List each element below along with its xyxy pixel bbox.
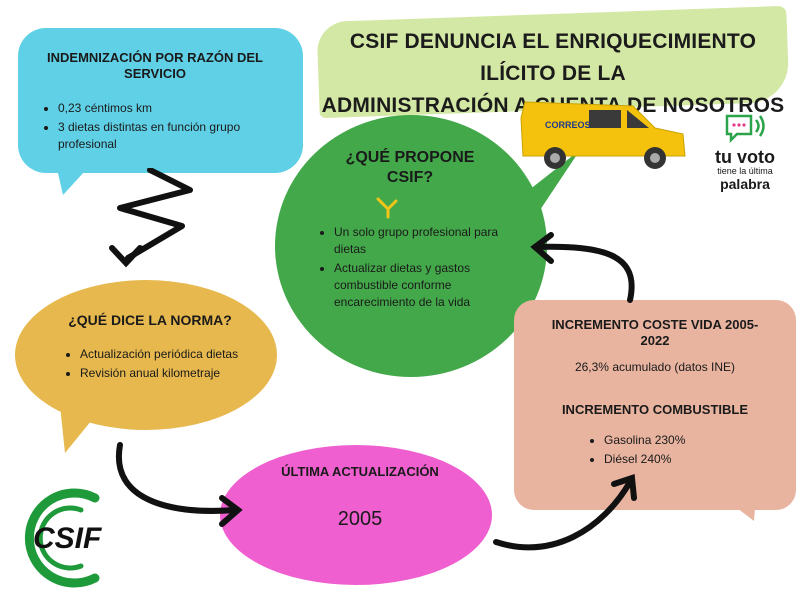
norma-bubble <box>15 280 277 430</box>
coste-vida-heading: INCREMENTO COSTE VIDA 2005-2022 <box>551 317 759 348</box>
propone-heading: ¿QUÉ PROPONE CSIF? <box>345 149 475 186</box>
ultima-year: 2005 <box>337 508 383 530</box>
norma-list: Actualización periódica dietas Revisión … <box>62 344 280 384</box>
combustible-heading: INCREMENTO COMBUSTIBLE <box>561 402 749 417</box>
list-item: 0,23 céntimos km <box>58 100 298 117</box>
tu-voto-line-1: tu voto <box>715 147 775 167</box>
van-brand: CORREOS <box>545 120 591 130</box>
propone-bubble <box>275 115 547 377</box>
indemnizacion-list: 0,23 céntimos km 3 dietas distintas en f… <box>40 98 298 155</box>
propone-list: Un solo grupo profesional para dietas Ac… <box>316 222 524 313</box>
tu-voto-line-3: palabra <box>720 176 770 192</box>
speech-bubble-icon <box>725 114 765 144</box>
list-item: Actualización periódica dietas <box>80 346 280 363</box>
list-item: Revisión anual kilometraje <box>80 365 280 382</box>
norma-heading: ¿QUÉ DICE LA NORMA? <box>68 312 232 328</box>
indemnizacion-bubble <box>18 28 303 173</box>
lightbulb-sparkle-icon <box>376 197 398 219</box>
coste-vida-box <box>514 300 796 510</box>
ultima-bubble <box>220 445 492 585</box>
list-item: Gasolina 230% <box>604 432 764 449</box>
csif-logo: CSIF <box>24 488 102 588</box>
title-line-1: CSIF DENUNCIA EL ENRIQUECIMIENTO ILÍCITO… <box>349 30 757 85</box>
tu-voto-slogan: tu voto tiene la última palabra <box>700 148 790 191</box>
correos-van-image: CORREOS <box>520 101 686 169</box>
combustible-list: Gasolina 230% Diésel 240% <box>586 430 764 470</box>
ultima-heading: ÚLTIMA ACTUALIZACIÓN <box>281 464 439 479</box>
norma-bubble-tail <box>60 405 100 453</box>
coste-vida-text: 26,3% acumulado (datos INE) <box>574 360 736 374</box>
coste-vida-box-tail <box>720 495 756 521</box>
indemnizacion-heading: INDEMNIZACIÓN POR RAZÓN DEL SERVICIO <box>47 50 263 81</box>
list-item: Un solo grupo profesional para dietas <box>334 224 524 258</box>
list-item: Diésel 240% <box>604 451 764 468</box>
csif-logo-text: CSIF <box>33 522 102 555</box>
list-item: 3 dietas distintas en función grupo prof… <box>58 119 298 153</box>
list-item: Actualizar dietas y gastos combustible c… <box>334 260 524 311</box>
indemnizacion-bubble-tail <box>55 160 95 195</box>
tu-voto-line-2: tiene la última <box>717 166 773 176</box>
